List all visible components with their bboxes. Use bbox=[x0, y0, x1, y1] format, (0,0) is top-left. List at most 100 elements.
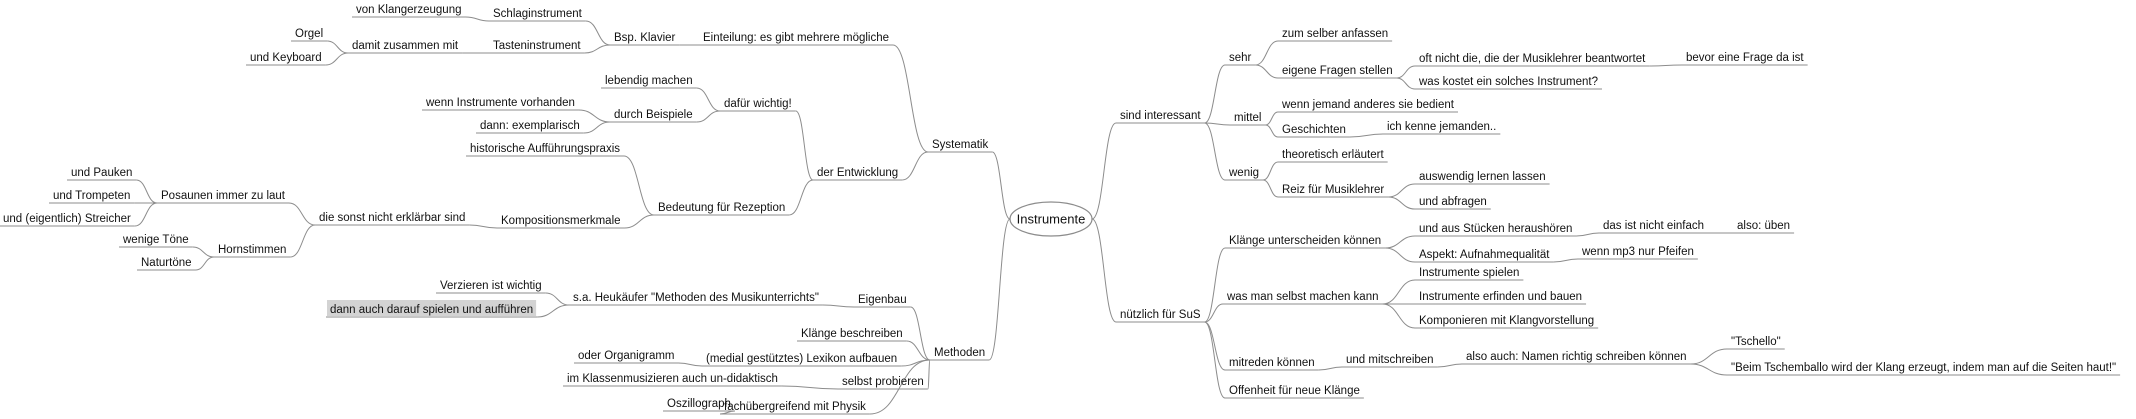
connector-selbst-machen bbox=[1204, 303, 1224, 323]
node-systematik[interactable]: Systematik bbox=[932, 139, 988, 151]
node-kompositionsmerkmale[interactable]: Kompositionsmerkmale bbox=[501, 215, 621, 227]
node-komponieren[interactable]: Komponieren mit Klangvorstellung bbox=[1419, 315, 1594, 327]
node-selbst-probieren[interactable]: selbst probieren bbox=[842, 376, 924, 388]
node-mitreden[interactable]: mitreden können bbox=[1229, 357, 1315, 369]
node-eigene-fragen[interactable]: eigene Fragen stellen bbox=[1282, 65, 1393, 77]
connector-wenige-toene bbox=[192, 246, 215, 258]
connector-einteilung bbox=[892, 44, 929, 153]
node-oszillograph[interactable]: Oszillograph bbox=[667, 398, 731, 410]
node-sind-interessant[interactable]: sind interessant bbox=[1120, 110, 1201, 122]
connector-naturtoene bbox=[195, 256, 215, 271]
node-nuetzlich[interactable]: nützlich für SuS bbox=[1120, 309, 1201, 321]
node-fachuebergreifend[interactable]: fachübergreifend mit Physik bbox=[724, 401, 866, 413]
node-hornstimmen[interactable]: Hornstimmen bbox=[218, 244, 286, 256]
node-historische[interactable]: historische Aufführungspraxis bbox=[470, 143, 620, 155]
node-mp3[interactable]: wenn mp3 nur Pfeifen bbox=[1581, 246, 1694, 258]
node-orgel[interactable]: Orgel bbox=[295, 28, 323, 40]
node-trompeten[interactable]: und Trompeten bbox=[53, 190, 130, 202]
node-sehr[interactable]: sehr bbox=[1229, 52, 1252, 64]
node-lebendig[interactable]: lebendig machen bbox=[605, 75, 693, 87]
node-aus-stuecken[interactable]: und aus Stücken heraushören bbox=[1419, 223, 1572, 235]
node-einteilung[interactable]: Einteilung: es gibt mehrere mögliche bbox=[703, 32, 889, 44]
node-erfinden[interactable]: Instrumente erfinden und bauen bbox=[1419, 291, 1582, 303]
node-wenig[interactable]: wenig bbox=[1228, 167, 1259, 179]
node-exemplarisch[interactable]: dann: exemplarisch bbox=[480, 120, 580, 132]
node-wenige-toene[interactable]: wenige Töne bbox=[122, 234, 189, 246]
node-darauf-spielen[interactable]: dann auch darauf spielen und aufführen bbox=[330, 304, 533, 316]
connector-orgel bbox=[327, 40, 349, 54]
connector-pauken bbox=[136, 179, 158, 204]
node-spielen[interactable]: Instrumente spielen bbox=[1419, 267, 1519, 279]
node-methoden[interactable]: Methoden bbox=[934, 347, 985, 359]
node-was-kostet[interactable]: was kostet ein solches Instrument? bbox=[1418, 76, 1598, 88]
node-streicher[interactable]: und (eigentlich) Streicher bbox=[3, 213, 131, 225]
node-durch-beispiele[interactable]: durch Beispiele bbox=[614, 109, 693, 121]
node-klassenmusizieren[interactable]: im Klassenmusizieren auch un-didaktisch bbox=[567, 373, 778, 385]
connector-klaenge-unterscheiden bbox=[1204, 247, 1226, 323]
connector-eigene-fragen bbox=[1255, 64, 1279, 79]
node-auswendig[interactable]: auswendig lernen lassen bbox=[1419, 171, 1546, 183]
node-bsp-klavier[interactable]: Bsp. Klavier bbox=[614, 32, 676, 44]
connector-was-kostet bbox=[1396, 77, 1416, 90]
node-geschichten[interactable]: Geschichten bbox=[1282, 124, 1346, 136]
connector-nicht-einfach bbox=[1576, 232, 1600, 237]
node-aufnahmequalitaet[interactable]: Aspekt: Aufnahmequalität bbox=[1419, 249, 1550, 261]
node-von-klangerzeugung[interactable]: von Klangerzeugung bbox=[356, 4, 462, 16]
node-tschemballo[interactable]: "Beim Tschemballo wird der Klang erzeugt… bbox=[1731, 362, 2116, 374]
node-mitschreiben[interactable]: und mitschreiben bbox=[1346, 354, 1434, 366]
node-und-keyboard[interactable]: und Keyboard bbox=[250, 52, 322, 64]
node-wenn-vorhanden[interactable]: wenn Instrumente vorhanden bbox=[425, 97, 575, 109]
connector-mp3 bbox=[1553, 258, 1579, 263]
node-abfragen[interactable]: und abfragen bbox=[1419, 196, 1487, 208]
connector-aus-stuecken bbox=[1385, 235, 1416, 249]
node-bedeutung-rezeption[interactable]: Bedeutung für Rezeption bbox=[658, 202, 785, 214]
connector-von-klangerzeugung bbox=[465, 16, 490, 22]
node-ich-kenne[interactable]: ich kenne jemanden.. bbox=[1387, 121, 1496, 133]
node-mittel[interactable]: mittel bbox=[1234, 112, 1261, 124]
connector-lebendig bbox=[696, 87, 721, 112]
connector-geschichten bbox=[1265, 124, 1279, 138]
node-dafuer-wichtig[interactable]: dafür wichtig! bbox=[724, 98, 792, 110]
node-offenheit[interactable]: Offenheit für neue Klänge bbox=[1229, 385, 1360, 397]
node-also-ueben[interactable]: also: üben bbox=[1737, 220, 1790, 232]
node-klaenge-beschreiben[interactable]: Klänge beschreiben bbox=[801, 328, 903, 340]
connector-reiz bbox=[1262, 179, 1279, 198]
connector-posaunen bbox=[288, 202, 316, 226]
node-tschello[interactable]: "Tschello" bbox=[1731, 336, 1781, 348]
connector-bedeutung-rezeption bbox=[789, 179, 814, 216]
connector-wenig bbox=[1204, 122, 1226, 181]
node-wenn-jemand[interactable]: wenn jemand anderes sie bedient bbox=[1281, 99, 1455, 111]
node-eigenbau[interactable]: Eigenbau bbox=[858, 294, 907, 306]
connector-klassenmusizieren bbox=[781, 385, 839, 390]
node-namen-schreiben[interactable]: also auch: Namen richtig schreiben könne… bbox=[1466, 351, 1687, 363]
node-heukaeufer[interactable]: s.a. Heukäufer "Methoden des Musikunterr… bbox=[573, 292, 819, 304]
node-posaunen[interactable]: Posaunen immer zu laut bbox=[161, 190, 286, 202]
node-theoretisch[interactable]: theoretisch erläutert bbox=[1282, 149, 1384, 161]
connector-und-keyboard bbox=[325, 52, 349, 66]
node-organigramm[interactable]: oder Organigramm bbox=[578, 350, 675, 362]
root-node-label: Instrumente bbox=[1017, 212, 1086, 227]
node-nicht-einfach[interactable]: das ist nicht einfach bbox=[1603, 220, 1704, 232]
connector-wenn-vorhanden bbox=[578, 109, 611, 123]
node-pauken[interactable]: und Pauken bbox=[71, 167, 132, 179]
connector-tschello bbox=[1690, 348, 1728, 365]
connector-bevor-frage bbox=[1649, 64, 1683, 67]
connector-mitschreiben bbox=[1318, 366, 1343, 371]
node-lexikon[interactable]: (medial gestütztes) Lexikon aufbauen bbox=[706, 353, 897, 365]
connector-sehr bbox=[1204, 64, 1226, 124]
node-damit-zusammen[interactable]: damit zusammen mit bbox=[352, 40, 459, 52]
node-klaenge-unterscheiden[interactable]: Klänge unterscheiden können bbox=[1229, 235, 1381, 247]
node-tasteninstrument[interactable]: Tasteninstrument bbox=[493, 40, 581, 52]
node-entwicklung[interactable]: der Entwicklung bbox=[817, 167, 898, 179]
connector-fachuebergreifend bbox=[869, 359, 931, 415]
node-schlaginstrument[interactable]: Schlaginstrument bbox=[493, 8, 583, 20]
node-selber-anfassen[interactable]: zum selber anfassen bbox=[1282, 28, 1388, 40]
node-verzieren[interactable]: Verzieren ist wichtig bbox=[440, 280, 542, 292]
node-reiz[interactable]: Reiz für Musiklehrer bbox=[1282, 184, 1384, 196]
node-oft-nicht[interactable]: oft nicht die, die der Musiklehrer beant… bbox=[1419, 53, 1646, 65]
node-bevor-frage[interactable]: bevor eine Frage da ist bbox=[1686, 52, 1804, 64]
node-selbst-machen[interactable]: was man selbst machen kann bbox=[1226, 291, 1379, 303]
node-sonst-nicht[interactable]: die sonst nicht erklärbar sind bbox=[319, 212, 465, 224]
connector-sonst-nicht bbox=[469, 224, 498, 229]
node-naturtoene[interactable]: Naturtöne bbox=[141, 257, 192, 269]
